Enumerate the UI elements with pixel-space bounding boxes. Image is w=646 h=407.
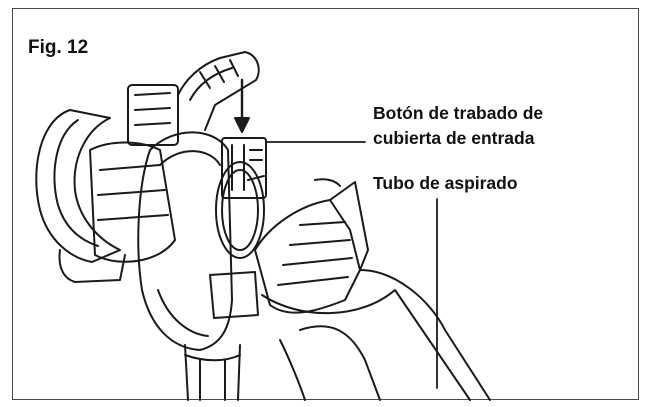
lock-button-callout-line1: Botón de trabado de bbox=[373, 103, 544, 123]
figure-label: Fig. 12 bbox=[28, 37, 89, 58]
inlet-cover-lock-button bbox=[221, 78, 267, 199]
rear-handle bbox=[35, 109, 126, 283]
vacuum-tube-callout: Tubo de aspirado bbox=[373, 173, 518, 193]
motor-housing bbox=[89, 84, 179, 263]
top-handle bbox=[177, 51, 260, 131]
lock-button-callout-line2: cubierta de entrada bbox=[373, 128, 535, 148]
outlet-nozzle bbox=[184, 271, 259, 401]
fan-housing bbox=[137, 131, 265, 351]
figure-frame bbox=[12, 8, 639, 400]
vacuum-tube bbox=[254, 178, 491, 401]
